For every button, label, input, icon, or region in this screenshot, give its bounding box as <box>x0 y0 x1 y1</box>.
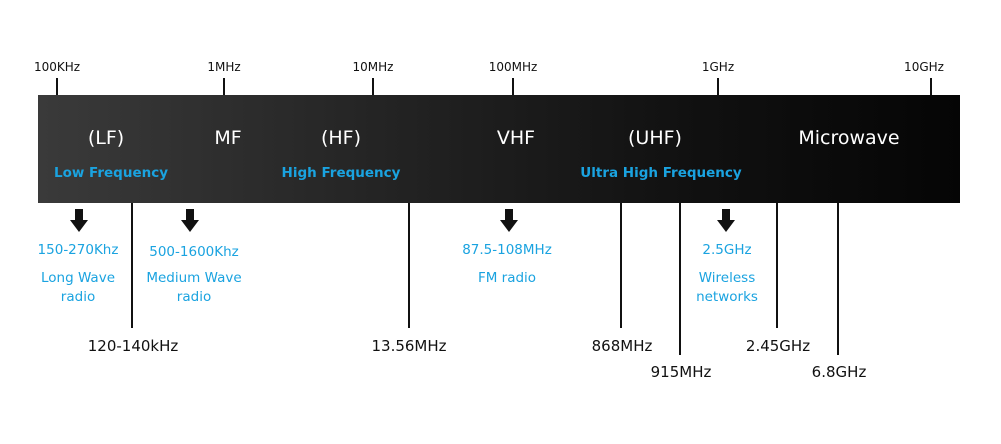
app-fm-radio: 87.5-108MHz FM radio <box>442 241 572 288</box>
band-sub-hf: High Frequency <box>281 165 401 181</box>
scale-label-10mhz: 10MHz <box>352 60 394 74</box>
down-arrow-icon <box>181 209 199 232</box>
scale-label-100mhz: 100MHz <box>488 60 538 74</box>
scale-tick <box>512 78 514 95</box>
band-name-vhf: VHF <box>496 127 536 149</box>
marker-line <box>620 203 622 328</box>
scale-label-1ghz: 1GHz <box>701 60 735 74</box>
band-name-hf: (HF) <box>320 127 362 149</box>
scale-tick <box>56 78 58 95</box>
app-long-wave: 150-270Khz Long Wave radio <box>18 241 138 307</box>
app-range: 150-270Khz <box>37 242 119 258</box>
marker-line <box>408 203 410 328</box>
scale-label-1mhz: 1MHz <box>207 60 241 74</box>
app-range: 500-1600Khz <box>149 244 239 260</box>
band-name-microwave: Microwave <box>798 127 900 149</box>
app-use: radio <box>176 289 212 305</box>
spectrum-band <box>38 95 960 203</box>
marker-line <box>776 203 778 328</box>
scale-tick <box>717 78 719 95</box>
app-range: 87.5-108MHz <box>462 242 552 258</box>
app-use: Medium Wave <box>146 270 242 286</box>
app-use: Wireless <box>698 270 756 286</box>
marker-line <box>679 203 681 355</box>
marker-label-915mhz: 915MHz <box>650 363 712 381</box>
scale-tick <box>930 78 932 95</box>
marker-label-868mhz: 868MHz <box>591 337 653 355</box>
band-name-uhf: (UHF) <box>628 127 682 149</box>
app-use: Long Wave <box>40 270 115 286</box>
scale-tick <box>372 78 374 95</box>
down-arrow-icon <box>500 209 518 232</box>
app-use: networks <box>696 289 758 305</box>
marker-label-2-45ghz: 2.45GHz <box>745 337 811 355</box>
marker-line <box>131 203 133 328</box>
scale-tick <box>223 78 225 95</box>
band-name-mf: MF <box>214 127 242 149</box>
band-sub-lf: Low Frequency <box>53 165 169 181</box>
down-arrow-icon <box>717 209 735 232</box>
scale-label-100khz: 100KHz <box>33 60 81 74</box>
marker-label-13-56mhz: 13.56MHz <box>371 337 447 355</box>
band-name-lf: (LF) <box>87 127 125 149</box>
marker-label-6-8ghz: 6.8GHz <box>811 363 867 381</box>
app-use: radio <box>60 289 96 305</box>
marker-line <box>837 203 839 355</box>
app-medium-wave: 500-1600Khz Medium Wave radio <box>129 243 259 307</box>
down-arrow-icon <box>70 209 88 232</box>
app-use: FM radio <box>477 270 537 286</box>
marker-label-120-140khz: 120-140kHz <box>87 337 179 355</box>
app-wireless: 2.5GHz Wireless networks <box>672 241 782 307</box>
band-sub-uhf: Ultra High Frequency <box>580 165 742 181</box>
app-range: 2.5GHz <box>702 242 752 258</box>
scale-label-10ghz: 10GHz <box>904 60 944 74</box>
